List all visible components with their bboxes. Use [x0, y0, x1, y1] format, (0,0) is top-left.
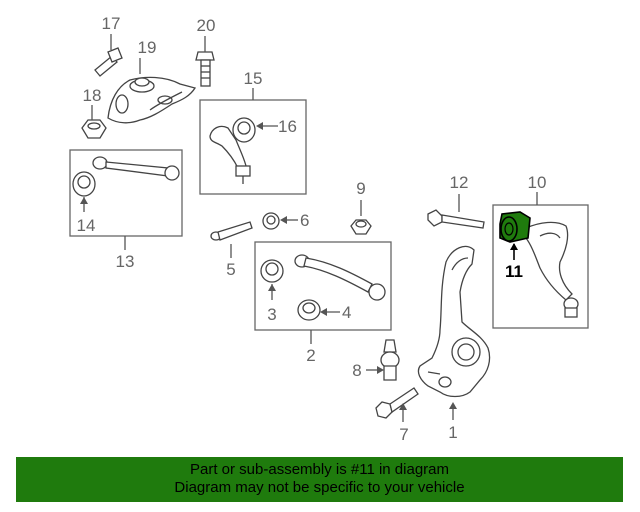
knuckle-1 [417, 245, 491, 398]
arrow-16 [256, 122, 263, 130]
callout-18: 18 [83, 86, 102, 105]
callout-3: 3 [267, 305, 276, 324]
callout-9: 9 [356, 179, 365, 198]
callout-12: 12 [450, 173, 469, 192]
arrow-4 [320, 308, 327, 316]
callout-4: 4 [342, 303, 351, 322]
box-13 [69, 149, 183, 237]
nut-9 [350, 219, 372, 235]
banner-line-disclaimer: Diagram may not be specific to your vehi… [174, 479, 465, 496]
bushing-6 [262, 212, 280, 230]
arm-15 [209, 117, 256, 184]
arrow-8 [377, 366, 384, 374]
callout-19: 19 [138, 38, 157, 57]
arrow-7 [399, 403, 407, 410]
bolt-7 [375, 387, 419, 419]
ball-joint-8 [380, 339, 400, 381]
box-10 [492, 204, 589, 329]
callout-1: 1 [448, 423, 457, 442]
arrow-6 [280, 216, 287, 224]
bolt-20 [195, 51, 215, 87]
callout-17: 17 [102, 14, 121, 33]
callout-7: 7 [399, 425, 408, 444]
callout-5: 5 [226, 260, 235, 279]
box-15 [199, 99, 307, 195]
callout-6: 6 [300, 211, 309, 230]
callout-20: 20 [197, 16, 216, 35]
nut-18 [81, 119, 107, 139]
arm-2 [260, 254, 386, 321]
bolt-17 [94, 47, 123, 77]
parts-diagram: 17 20 19 18 15 16 13 [69, 14, 589, 444]
callout-15: 15 [244, 69, 263, 88]
arrow-1 [449, 402, 457, 409]
banner-line-part: Part or sub-assembly is #11 in diagram [190, 461, 449, 478]
callout-16: 16 [278, 117, 297, 136]
callout-13: 13 [116, 252, 135, 271]
callout-10: 10 [528, 173, 547, 192]
callout-14: 14 [77, 216, 96, 235]
bolt-12 [427, 209, 485, 229]
arm-13 [72, 156, 180, 197]
bolt-5 [210, 221, 253, 241]
box-2 [254, 241, 392, 331]
info-banner: Part or sub-assembly is #11 in diagram D… [16, 457, 623, 502]
callout-2: 2 [306, 346, 315, 365]
arm-10 [525, 221, 579, 318]
mount-19 [107, 76, 197, 124]
arrow-14 [80, 197, 88, 204]
callout-8: 8 [352, 361, 361, 380]
callout-11: 11 [505, 262, 523, 281]
bushing-11-highlighted [499, 211, 531, 243]
arrow-3 [268, 284, 276, 291]
arrow-11 [510, 243, 518, 250]
